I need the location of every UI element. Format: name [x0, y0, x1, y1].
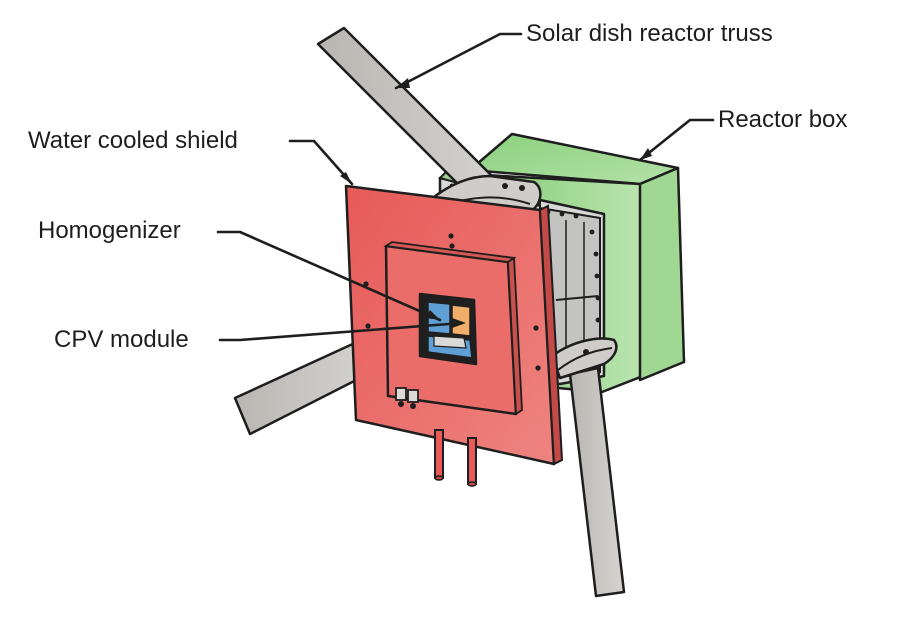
arrow-cpv: [452, 318, 466, 328]
truss-lower-left: [233, 340, 374, 436]
label-reactor-box: Reactor box: [718, 106, 848, 133]
label-water-cooled-shield: Water cooled shield: [28, 127, 238, 154]
leader-truss: [394, 32, 523, 90]
leader-cpv: [218, 321, 464, 342]
arrow-shield: [340, 172, 352, 184]
truss-lower-right: [550, 337, 626, 598]
label-solar-dish-reactor-truss: Solar dish reactor truss: [526, 20, 773, 47]
leader-shield: [288, 139, 354, 186]
arrow-box: [640, 148, 652, 160]
cooling-pipes: [434, 429, 477, 487]
cpv-module: [418, 292, 478, 366]
arrow-truss: [396, 78, 410, 88]
connector-blocks: [395, 387, 419, 409]
leader-homogenizer: [216, 230, 442, 322]
arrow-homogenizer: [426, 310, 440, 320]
leader-lines: [216, 32, 715, 342]
label-cpv-module: CPV module: [54, 326, 189, 353]
leader-box: [638, 118, 715, 162]
label-homogenizer: Homogenizer: [38, 217, 181, 244]
